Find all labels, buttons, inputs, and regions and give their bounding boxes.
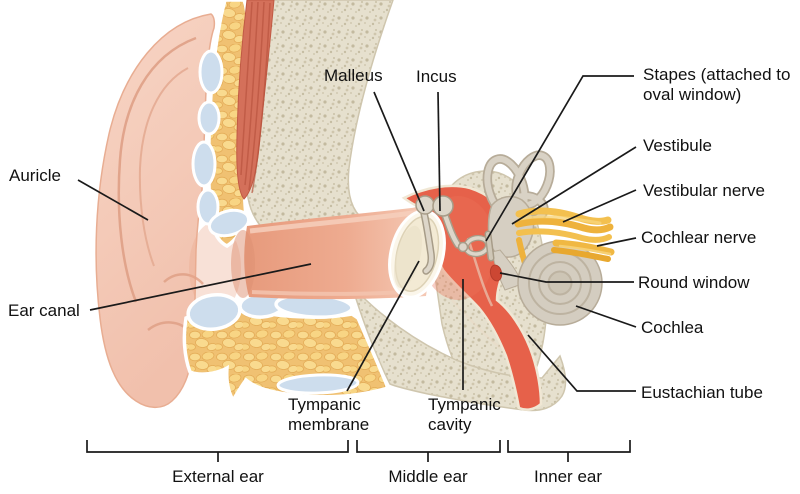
incus-shape	[432, 195, 462, 249]
cartilage-piece	[276, 373, 360, 395]
vestibular-nerve-shape	[514, 207, 614, 243]
leader-line-cochlear-nerve	[596, 237, 637, 247]
label-tympanic-cavity: Tympanic cavity	[428, 395, 501, 434]
bracket-external-ear	[86, 440, 349, 462]
label-cochlear-nerve: Cochlear nerve	[641, 228, 757, 247]
label-eustachian-tube: Eustachian tube	[641, 383, 763, 402]
leader-line-ear-canal	[89, 263, 312, 311]
bracket-inner-ear	[507, 440, 631, 462]
cartilage-piece	[191, 140, 217, 188]
leader-line-vestibular-nerve	[562, 189, 637, 223]
leader-lines	[77, 75, 637, 392]
label-auricle: Auricle	[9, 166, 61, 185]
leader-line-malleus	[373, 91, 425, 212]
leader-line-eustachian-tube	[527, 334, 636, 392]
round-window-shape	[489, 264, 503, 282]
cartilage-piece	[196, 188, 220, 226]
leader-line-auricle	[77, 179, 149, 221]
label-cochlea: Cochlea	[641, 318, 704, 337]
cartilage-piece	[198, 49, 224, 95]
label-tympanic-membrane: Tympanic membrane	[288, 395, 370, 434]
label-stapes: Stapes (attached to oval window)	[643, 65, 791, 104]
cartilage-piece	[207, 208, 251, 238]
cochlea-shape	[517, 240, 603, 326]
label-round-window: Round window	[638, 273, 750, 292]
label-region-middle-ear: Middle ear	[388, 467, 468, 486]
cochlear-nerve-shape	[551, 239, 615, 262]
label-vestibule: Vestibule	[643, 136, 712, 155]
label-malleus: Malleus	[324, 66, 383, 85]
subcanal-tissue-shape	[182, 291, 391, 404]
leader-line-vestibule	[511, 146, 637, 225]
temporal-muscle-shape	[236, 0, 275, 200]
leader-line-cochlea	[575, 305, 637, 328]
leader-line-round-window	[499, 272, 634, 283]
label-ear-canal: Ear canal	[8, 301, 80, 320]
auricle-shape	[95, 13, 241, 409]
label-region-inner-ear: Inner ear	[533, 467, 603, 486]
leader-line-stapes	[485, 75, 634, 242]
region-brackets	[86, 440, 631, 462]
label-incus: Incus	[416, 67, 457, 86]
leader-line-tympanic-membrane	[346, 260, 420, 392]
label-vestibular-nerve: Vestibular nerve	[643, 181, 765, 200]
bracket-middle-ear	[356, 440, 501, 462]
label-region-external-ear: External ear	[172, 467, 264, 486]
cartilage-piece	[197, 100, 221, 136]
leader-line-incus	[437, 91, 441, 212]
